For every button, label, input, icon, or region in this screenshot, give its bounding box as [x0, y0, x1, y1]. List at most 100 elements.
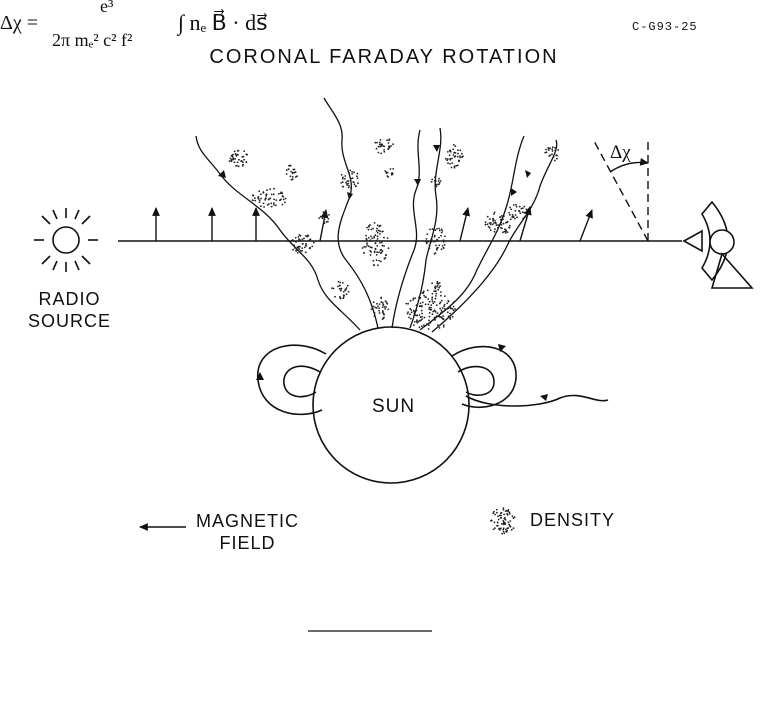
density-dot	[518, 205, 521, 208]
density-dot	[377, 305, 379, 308]
density-dot	[295, 241, 297, 243]
density-dot	[457, 152, 459, 155]
density-dot	[437, 246, 439, 249]
density-dot	[449, 158, 452, 161]
density-dot	[440, 294, 442, 297]
density-dot	[497, 224, 499, 226]
density-dot	[294, 237, 297, 239]
density-dot	[439, 307, 441, 310]
density-dot	[488, 227, 491, 229]
density-dot	[309, 238, 312, 241]
density-dot	[328, 214, 330, 216]
density-dot	[415, 321, 418, 323]
density-dot	[425, 323, 428, 326]
density-dot	[436, 324, 439, 326]
density-dot	[431, 292, 434, 295]
density-dot	[440, 312, 442, 315]
density-dot	[490, 520, 492, 522]
density-dot	[241, 161, 244, 164]
density-dot	[373, 222, 376, 224]
radio-source-icon	[34, 208, 98, 272]
density-dot	[505, 528, 507, 531]
density-dot	[554, 146, 556, 149]
density-dot	[421, 315, 423, 318]
density-dot	[442, 326, 445, 328]
density-dot	[322, 221, 325, 223]
density-dot	[444, 235, 446, 238]
density-dot	[441, 230, 444, 232]
density-dot	[421, 312, 423, 315]
density-dot	[343, 294, 345, 297]
density-dot	[486, 215, 489, 218]
density-dot	[452, 148, 455, 151]
density-dot	[522, 207, 524, 210]
density-dot	[446, 159, 449, 162]
density-dot	[245, 161, 248, 164]
density-dot	[443, 303, 446, 306]
density-dot	[284, 201, 286, 204]
density-dot	[445, 157, 447, 160]
density-dot	[451, 307, 454, 310]
density-dot	[420, 325, 423, 328]
density-dot	[510, 208, 513, 211]
density-dot	[378, 251, 380, 254]
density-dot	[342, 185, 344, 188]
density-dot	[376, 141, 378, 144]
density-dot	[242, 163, 244, 166]
density-dot	[492, 512, 495, 515]
density-dot	[345, 288, 347, 291]
density-dot	[432, 240, 435, 243]
density-dot	[500, 523, 503, 525]
density-dot	[493, 213, 495, 215]
density-dot	[503, 513, 505, 516]
density-dot	[456, 155, 459, 158]
density-dot	[319, 215, 322, 218]
density-dot	[273, 204, 275, 206]
density-dot	[438, 236, 440, 239]
density-dot	[412, 297, 415, 300]
density-dot	[454, 155, 457, 158]
density-dot	[552, 156, 555, 158]
density-dot	[427, 328, 430, 330]
density-dot	[236, 153, 239, 156]
density-dot	[349, 169, 352, 172]
density-dot	[273, 187, 275, 190]
density-dot	[510, 528, 513, 531]
density-dot	[500, 517, 503, 519]
density-dot	[267, 198, 270, 201]
density-dot	[451, 315, 454, 318]
density-dot	[436, 312, 439, 314]
density-dot	[233, 150, 236, 153]
radio-source-label: RADIO SOURCE	[28, 288, 111, 332]
density-dot	[288, 164, 290, 167]
density-dot	[503, 522, 506, 524]
density-dot	[275, 199, 278, 202]
density-dot	[426, 240, 428, 243]
density-dot	[435, 249, 438, 251]
density-dot	[380, 296, 383, 299]
density-clumps	[228, 138, 560, 330]
density-dot	[367, 245, 370, 248]
density-dot	[351, 171, 353, 173]
density-dot	[385, 301, 388, 304]
density-dot	[423, 324, 425, 327]
density-dot	[507, 521, 510, 524]
density-dot	[447, 162, 449, 165]
density-dot	[340, 182, 343, 184]
density-dot	[507, 509, 510, 511]
density-legend-swatch	[490, 507, 516, 535]
density-dot	[409, 317, 412, 320]
density-dot	[503, 215, 505, 218]
density-dot	[506, 221, 509, 223]
density-dot	[342, 176, 344, 179]
density-dot	[267, 203, 270, 205]
density-dot	[425, 296, 427, 298]
density-dot	[516, 216, 518, 219]
density-dot	[340, 289, 342, 292]
density-dot	[500, 224, 503, 226]
density-dot	[342, 296, 345, 298]
density-dot	[366, 244, 368, 246]
density-dot	[416, 319, 418, 322]
density-dot	[309, 247, 311, 250]
density-dot	[511, 216, 514, 218]
